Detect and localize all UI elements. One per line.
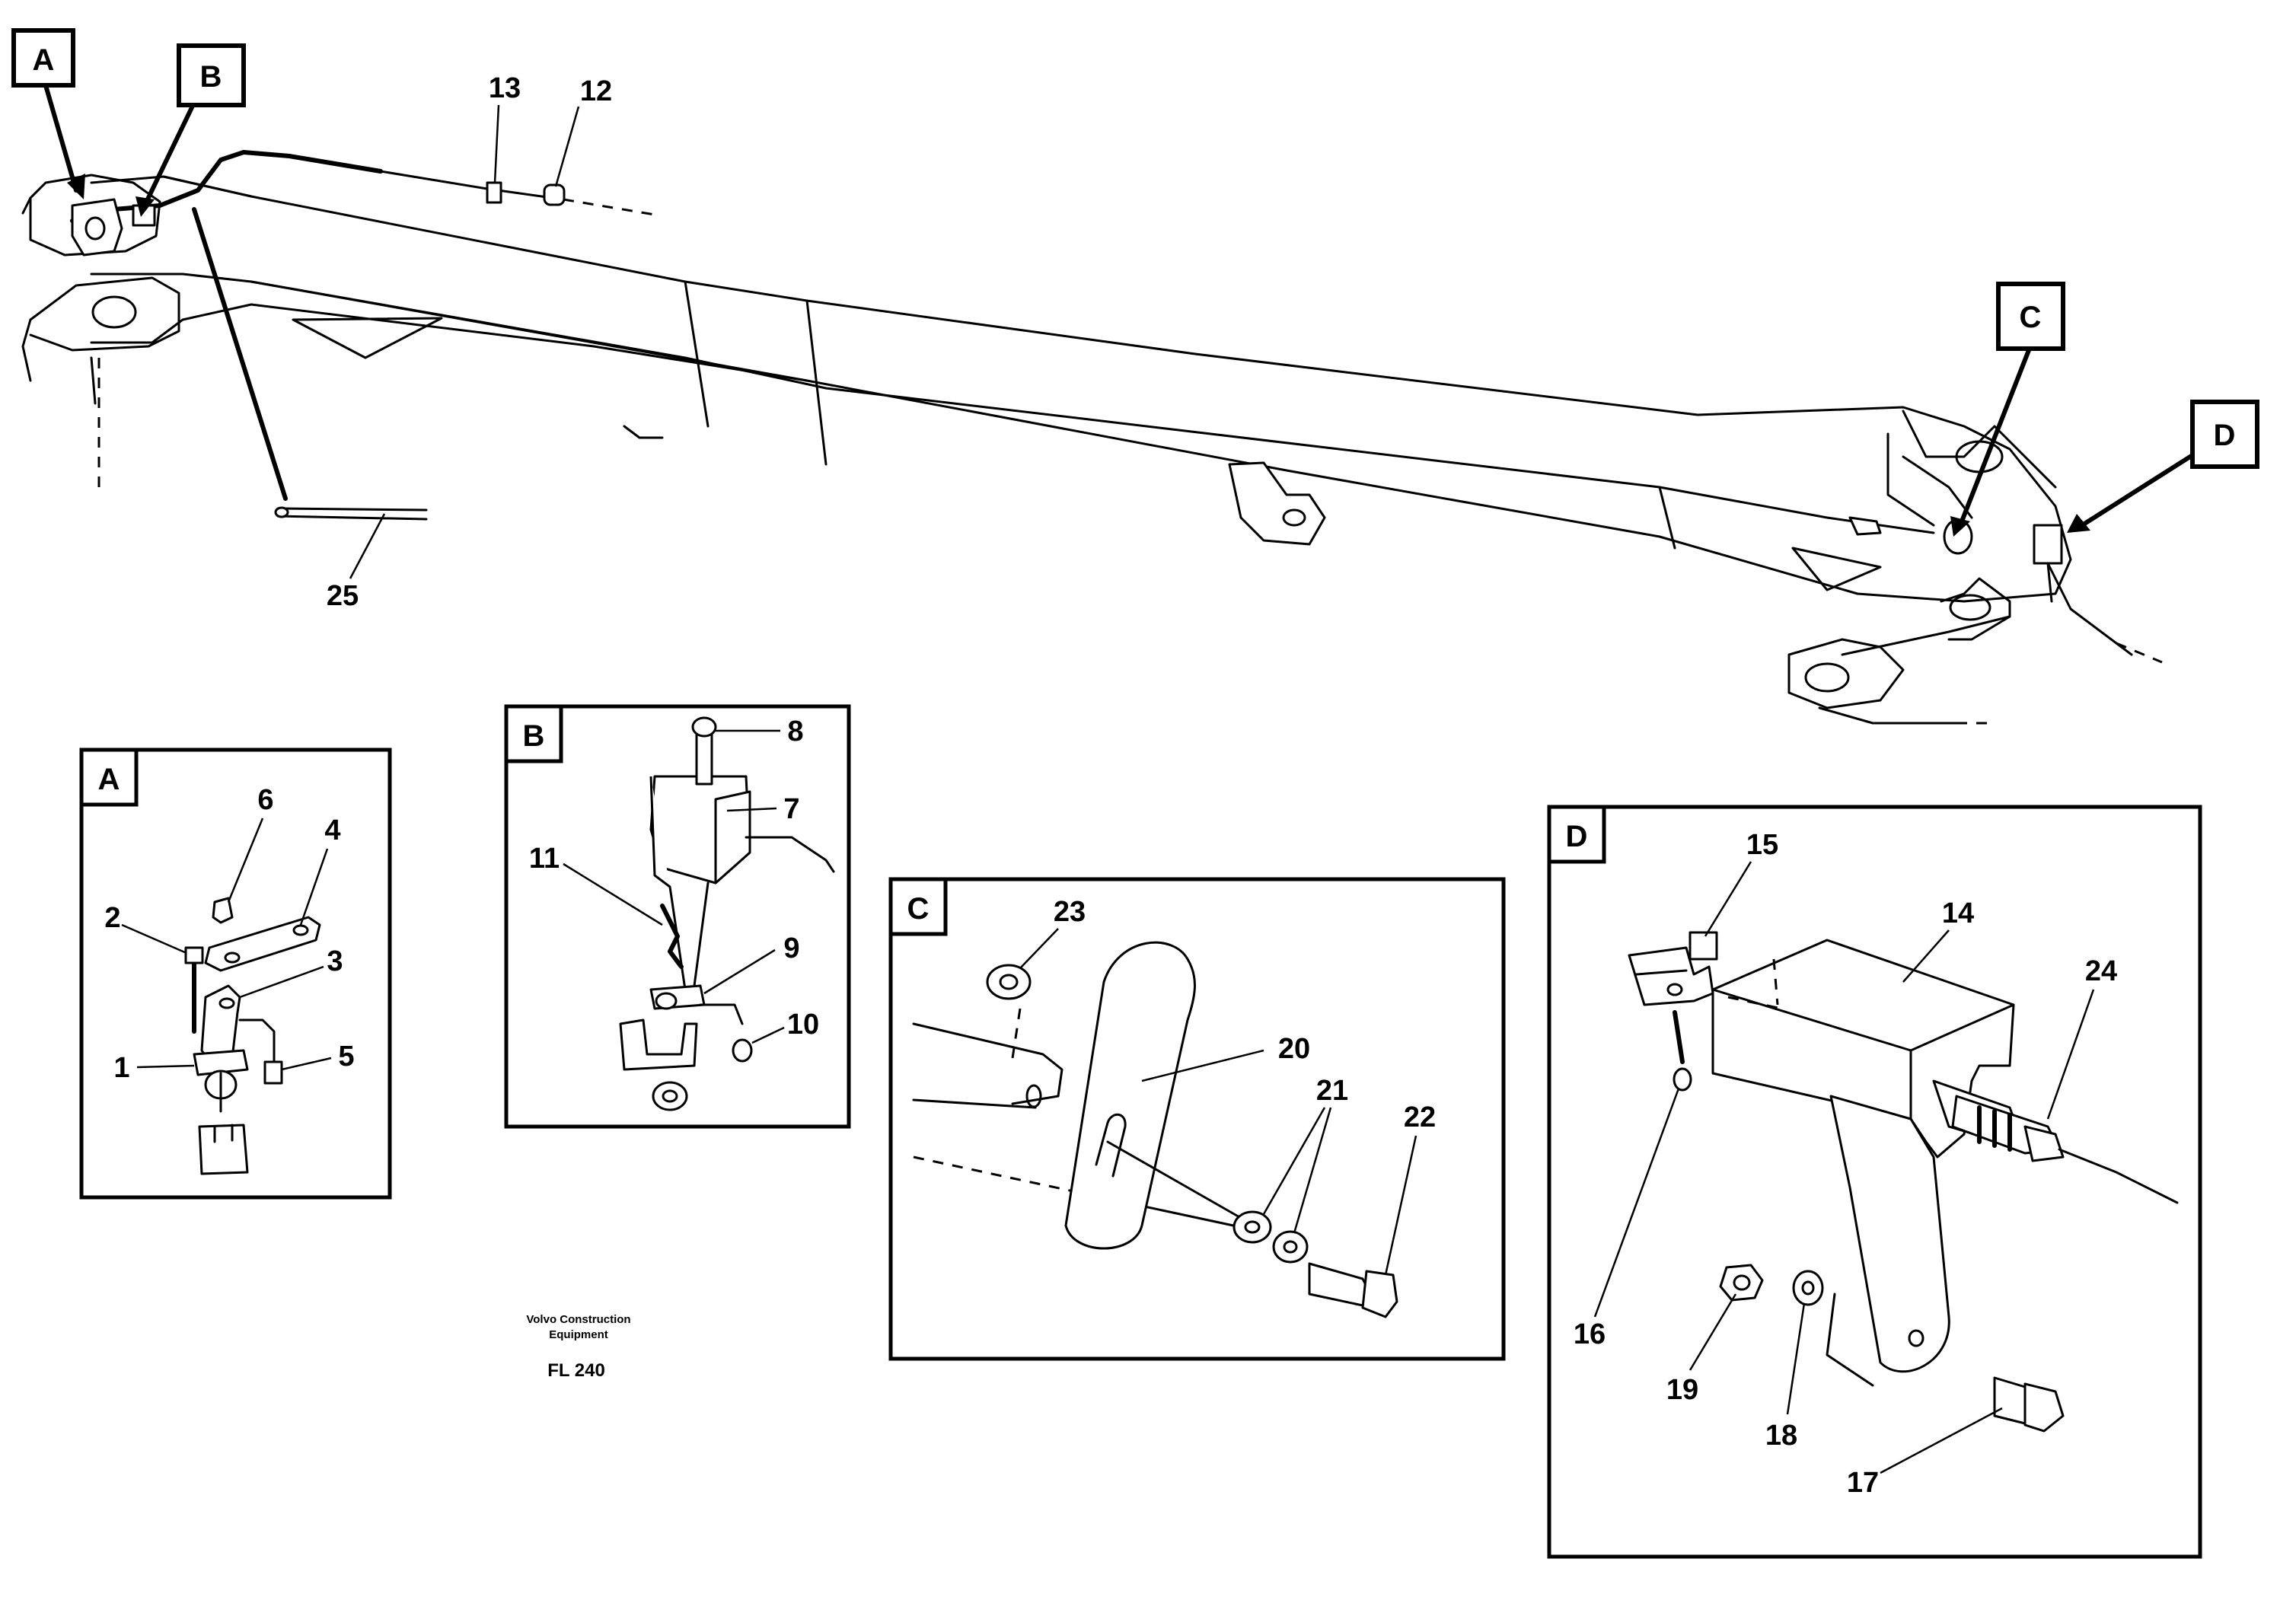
svg-text:5: 5 (338, 1041, 354, 1073)
hex-nut-illustration (1719, 1264, 1764, 1302)
callout-tag-d: D (2190, 400, 2259, 469)
proximity-sensor-illustration (619, 716, 835, 1111)
svg-text:11: 11 (529, 843, 560, 875)
svg-text:3: 3 (327, 945, 343, 977)
callout-arrows (40, 70, 2195, 537)
callout-tag-b: B (177, 43, 246, 107)
svg-text:1: 1 (113, 1052, 129, 1084)
svg-text:2: 2 (104, 902, 120, 934)
bracket-illustration (1628, 931, 2179, 1433)
bracket-illustration (184, 897, 321, 1175)
main-part-25: 25 (327, 513, 386, 612)
svg-text:A: A (98, 763, 120, 796)
svg-text:25: 25 (327, 580, 359, 612)
svg-text:Volvo Construction: Volvo Construction (526, 1313, 630, 1326)
proximity-sensor-illustration (1932, 1079, 2179, 1204)
svg-text:9: 9 (783, 932, 799, 964)
washer-illustration (1792, 1270, 1824, 1306)
svg-text:D: D (2214, 419, 2236, 452)
svg-text:21: 21 (1316, 1075, 1348, 1107)
detail-view-c: C 23 20 21 22 (888, 877, 1506, 1361)
svg-text:24: 24 (2085, 955, 2117, 987)
svg-text:18: 18 (1765, 1420, 1797, 1452)
main-part-13: 13 (489, 72, 521, 183)
svg-text:8: 8 (787, 716, 803, 747)
detail-view-b: B 8 7 11 9 10 (504, 704, 851, 1129)
hex-bolt-illustration (1308, 1262, 1398, 1318)
boom-arm-illustration (21, 150, 2163, 725)
hex-bolt-illustration (1993, 1376, 2065, 1433)
svg-text:C: C (2020, 301, 2042, 334)
svg-text:17: 17 (1847, 1467, 1879, 1499)
svg-text:B: B (200, 60, 222, 94)
svg-text:23: 23 (1054, 896, 1086, 928)
callout-tag-a: A (11, 28, 75, 88)
svg-text:20: 20 (1278, 1033, 1310, 1065)
svg-text:C: C (907, 892, 930, 926)
svg-text:19: 19 (1666, 1374, 1698, 1406)
svg-text:15: 15 (1746, 829, 1778, 861)
svg-text:Equipment: Equipment (549, 1328, 608, 1341)
svg-text:4: 4 (324, 814, 340, 846)
svg-text:6: 6 (257, 784, 273, 816)
publisher-credit: Volvo Construction Equipment FL 240 (526, 1313, 630, 1381)
svg-text:14: 14 (1942, 897, 1974, 929)
svg-text:16: 16 (1574, 1318, 1606, 1350)
svg-text:7: 7 (783, 793, 799, 825)
svg-text:22: 22 (1404, 1101, 1436, 1133)
svg-text:FL 240: FL 240 (547, 1360, 605, 1381)
svg-text:D: D (1566, 820, 1588, 853)
svg-text:13: 13 (489, 72, 521, 104)
svg-text:A: A (33, 43, 55, 77)
bracket-illustration (912, 941, 1398, 1318)
detail-view-d: D (1547, 805, 2202, 1559)
detail-view-a: A 6 4 2 3 1 5 (79, 747, 392, 1200)
svg-text:12: 12 (580, 75, 612, 107)
svg-text:B: B (523, 719, 545, 753)
main-part-12: 12 (554, 75, 612, 187)
svg-text:10: 10 (787, 1009, 819, 1041)
callout-tag-c: C (1996, 282, 2065, 351)
